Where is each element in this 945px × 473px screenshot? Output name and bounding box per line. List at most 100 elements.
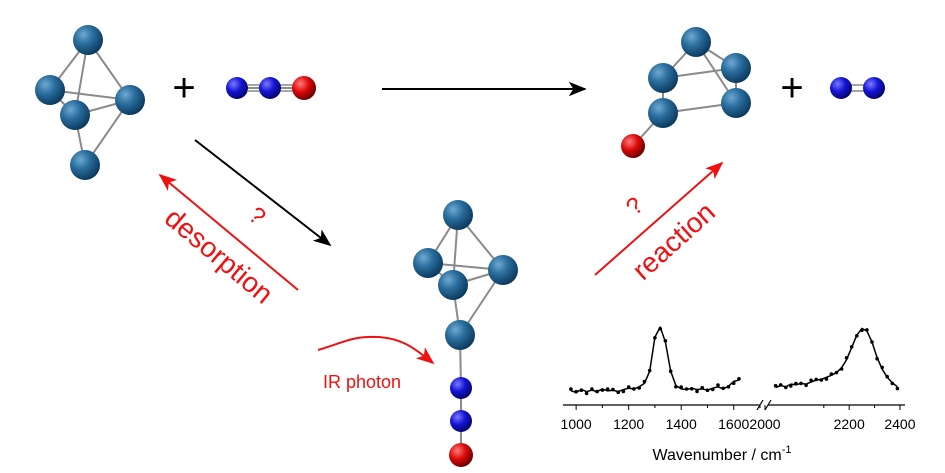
metal-atom [648,98,678,128]
nitrogen-atom [259,77,281,99]
spectrum-x-axis-label: Wavenumber / cm-1 [653,444,792,464]
desorption-arrow [158,173,299,291]
plus-sign: + [780,66,803,110]
metal-atom [60,100,90,130]
spectrum-data-point [880,365,884,370]
spectrum-data-point [860,328,864,333]
x-axis-label-text: Wavenumber / cm [653,447,782,464]
axis-break-mark [764,399,772,411]
spectrum-data-point [890,381,895,386]
spectrum-data-point [605,387,610,391]
metal-atom [721,88,751,118]
spectrum-data-point [626,385,631,389]
nitrogen-atom [450,410,472,432]
reaction-arrow-ir [594,161,724,276]
spectrum-data-point [839,367,844,371]
spectrum-data-point [773,383,778,388]
metal-atom [681,27,711,57]
x-tick-label: 1000 [561,416,592,432]
spectrum-data-point [668,369,673,374]
spectrum-data-point [574,389,578,394]
spectrum-data-point [829,372,834,376]
spectrum-data-point [621,389,626,394]
spectrum-data-point [784,385,788,390]
n2o-molecule [226,76,316,100]
spectrum-data-point [824,377,829,381]
spectrum-data-point [637,386,641,390]
spectrum-data-point [726,385,731,389]
spectrum-data-point [778,383,783,387]
reaction-question: ? [621,192,649,221]
spectrum-data-point [895,386,900,391]
nitrogen-atom [226,77,248,99]
spectrum-data-point [647,368,652,373]
cluster-n2o-complex [413,200,518,467]
spectrum-data-point [799,381,803,386]
spectrum-data-point [710,387,715,392]
spectrum-data-point [731,381,736,386]
spectrum-data-point [653,336,657,340]
spectrum-marks [569,326,900,396]
metal-atom [35,75,65,105]
spectrum-data-point [789,384,793,388]
adsorption-arrow [194,139,332,247]
spectrum-data-point [684,387,689,391]
spectrum-axes [563,399,905,411]
metal-atom [413,248,443,278]
spectrum-data-point [885,374,889,379]
spectrum-data-point [716,383,720,387]
spectrum-data-point [875,357,879,361]
nitrogen-atom [863,77,885,99]
spectrum-data-point [804,383,808,388]
spectrum-data-point [705,388,710,393]
metal-atom [721,53,751,83]
spectrum-data-point [584,391,589,396]
spectrum-data-point [737,377,741,381]
spectrum-data-point [632,387,636,391]
metal-atom [443,200,473,230]
spectrum-data-point [663,339,668,343]
spectrum-data-point [679,385,683,389]
oxygen-atom [449,443,473,467]
oxygen-atom [292,76,316,100]
spectrum-data-point [809,378,813,383]
ir-photon-label: IR photon [323,372,401,392]
x-tick-label: 1200 [613,416,644,432]
spectrum-data-point [700,385,704,390]
metal-atom [438,270,468,300]
x-tick-label: 1400 [666,416,697,432]
spectrum-data-point [819,378,824,382]
desorption-question: ? [243,202,271,231]
spectrum-data-point [844,356,849,360]
spectrum-data-point [595,389,599,394]
spectrum-data-point [590,387,594,391]
nitrogen-atom [450,377,472,399]
spectrum-data-point [674,384,678,389]
spectrum-data-point [569,387,573,391]
metal-cluster-oxide [621,27,751,158]
spectrum-data-point [814,377,818,382]
spectrum-data-point [834,370,839,375]
spectrum-data-point [689,387,694,391]
x-axis-label-superscript: -1 [782,444,792,456]
spectrum-data-point [794,381,798,386]
metal-atom [445,320,475,350]
spectrum-data-point [611,387,615,392]
spectrum-data-point [849,345,854,349]
spectrum-data-point [865,328,869,332]
metal-atom [73,25,103,55]
oxygen-atom [621,134,645,158]
metal-atom [115,85,145,115]
spectrum-data-point [695,389,699,394]
nitrogen-atom [830,77,852,99]
n2-molecule [830,77,885,99]
spectrum-data-point [870,340,874,344]
spectrum-data-point [855,334,859,338]
spectrum-data-point [600,388,605,392]
plus-sign: + [172,66,195,110]
x-tick-label: 2200 [834,416,865,432]
metal-atom [70,150,100,180]
